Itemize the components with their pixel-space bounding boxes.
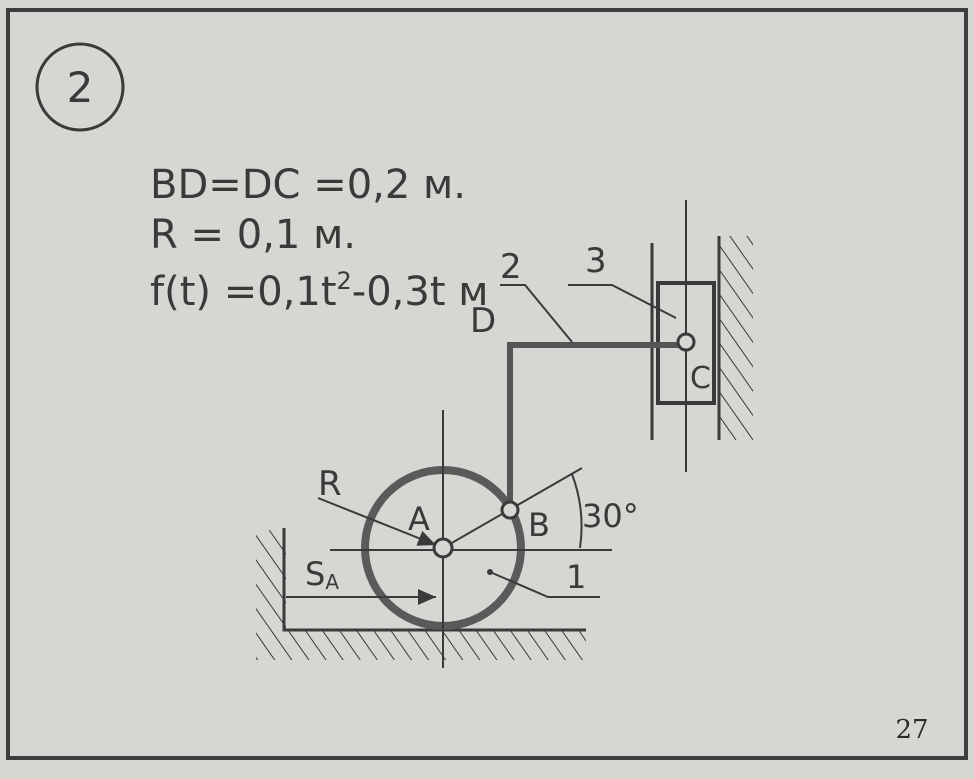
given-line-3-exponent: 2 — [337, 267, 352, 295]
problem-number: 2 — [67, 63, 94, 112]
right-wall-hatching — [719, 236, 753, 440]
leader-1-dot — [487, 569, 493, 575]
leader-3 — [568, 284, 677, 319]
label-angle: 30° — [582, 497, 639, 535]
ground-hatching — [256, 630, 586, 660]
problem-number-circle — [35, 42, 125, 132]
label-member-1: 1 — [566, 558, 586, 596]
given-line-3-prefix: f(t) =0,1t — [150, 269, 337, 315]
page-frame — [6, 8, 968, 760]
page-number: 27 — [895, 715, 928, 745]
point-A — [432, 537, 454, 559]
angle-arc — [571, 473, 583, 549]
leader-1 — [489, 571, 600, 598]
rod-2 — [507, 342, 686, 508]
label-member-3: 3 — [585, 241, 607, 281]
given-line-3: f(t) =0,1t2-0,3t м — [150, 267, 488, 315]
given-line-2: R = 0,1 м. — [150, 212, 356, 258]
label-A: A — [408, 500, 430, 538]
ground-line — [282, 528, 586, 632]
label-B: B — [528, 506, 550, 544]
point-B — [500, 500, 520, 520]
leader-2 — [500, 284, 573, 343]
label-C: C — [690, 361, 711, 396]
label-D: D — [470, 301, 496, 341]
given-line-3-suffix: -0,3t м — [352, 269, 489, 315]
given-line-1: BD=DC =0,2 м. — [150, 162, 466, 208]
point-C — [676, 332, 696, 352]
left-wall-hatching — [256, 530, 286, 630]
label-S: SA — [305, 555, 339, 594]
label-member-2: 2 — [500, 247, 522, 287]
label-R: R — [318, 464, 342, 504]
radius-leader — [317, 497, 437, 546]
